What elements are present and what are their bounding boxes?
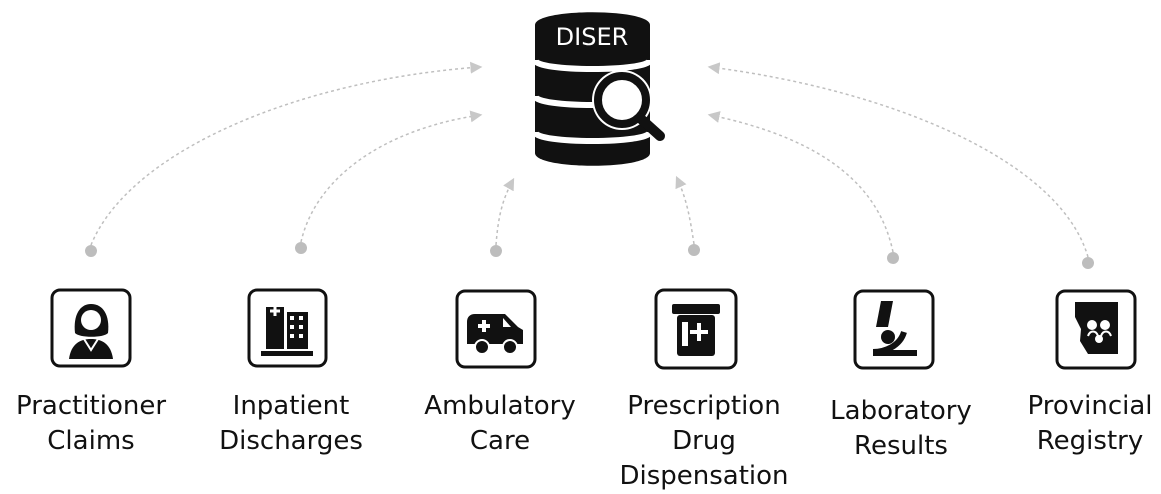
practitioner-icon: [50, 288, 132, 368]
source-label-laboratory-results: Laboratory Results: [830, 396, 972, 461]
source-label-ambulatory-care: Ambulatory Care: [424, 391, 576, 456]
connector-dot: [490, 245, 502, 257]
connector-ambulatory-care: [495, 177, 515, 246]
connector-dot: [85, 245, 97, 257]
connector-dots: [85, 242, 1094, 269]
connector-provincial-registry: [707, 62, 1089, 258]
connector-practitioner-claims: [90, 61, 483, 246]
connector-inpatient-discharges: [300, 110, 483, 243]
connector-prescription-drug-dispensation: [675, 175, 695, 245]
connector-lines: [90, 61, 1089, 258]
hub-label: DISER: [556, 23, 629, 51]
connector-dot: [295, 242, 307, 254]
source-label-provincial-registry: Provincial Registry: [1027, 391, 1153, 456]
connector-laboratory-results: [707, 111, 894, 253]
prescription-bottle-icon: [654, 288, 738, 370]
microscope-icon: [853, 289, 935, 370]
source-label-practitioner-claims: Practitioner Claims: [15, 391, 167, 456]
source-label-prescription-drug-dispensation: Prescription Drug Dispensation: [619, 391, 789, 491]
connector-dot: [1082, 257, 1094, 269]
source-label-inpatient-discharges: Inpatient Discharges: [219, 391, 363, 456]
ambulance-icon: [455, 289, 537, 369]
connector-dot: [688, 244, 700, 256]
hospital-icon: [247, 288, 328, 368]
connector-dot: [887, 252, 899, 264]
province-registry-icon: [1055, 289, 1137, 370]
database-search-icon: DISER: [532, 12, 665, 166]
